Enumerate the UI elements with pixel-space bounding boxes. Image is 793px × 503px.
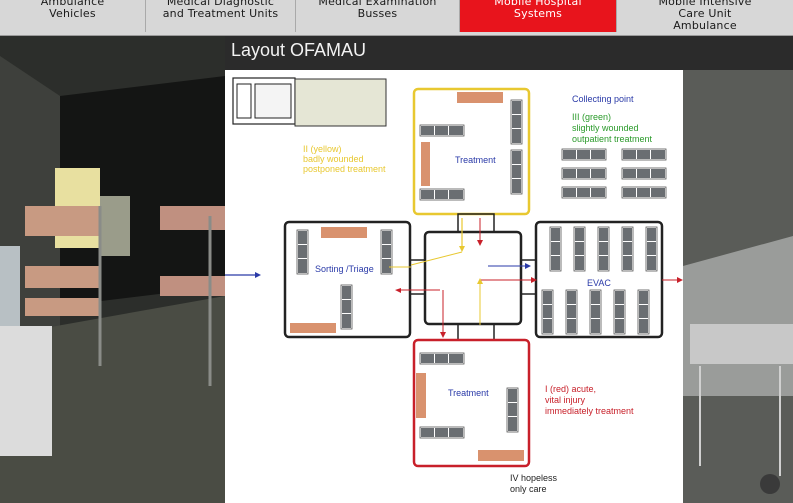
treatment-top-label: Treatment <box>455 155 496 165</box>
svg-text:vital injury: vital injury <box>545 395 586 405</box>
treatment-bottom-label: Treatment <box>448 388 489 398</box>
central-hub-tent <box>423 230 523 326</box>
vehicle-icon <box>232 77 387 127</box>
title-bar: Layout OFAMAU <box>225 36 793 70</box>
tab-mobile-hospital-systems[interactable]: Mobile Hospital Systems <box>460 0 617 32</box>
svg-text:I (red) acute,: I (red) acute, <box>545 384 596 394</box>
tent-photo-illustration <box>0 36 793 503</box>
yellow-label: II (yellow) badly wounded postponed trea… <box>303 144 386 174</box>
layout-diagram: Treatment Sorting /Triage EVAC <box>225 70 683 503</box>
evac-label: EVAC <box>587 278 611 288</box>
tab-mobile-intensive-care[interactable]: Mobile Intensive Care Unit Ambulance <box>658 0 752 32</box>
svg-text:immediately treatment: immediately treatment <box>545 406 634 416</box>
treatment-tent-bottom <box>412 338 531 468</box>
collecting-point-label: Collecting point <box>572 94 634 104</box>
ofamau-layout-svg: Treatment Sorting /Triage EVAC <box>225 77 683 494</box>
svg-text:III (green): III (green) <box>572 112 611 122</box>
svg-text:badly wounded: badly wounded <box>303 154 364 164</box>
svg-text:postponed treatment: postponed treatment <box>303 164 386 174</box>
green-label: III (green) slightly wounded outpatient … <box>572 112 653 144</box>
tab-medical-diagnostic[interactable]: Medical Diagnostic and Treatment Units <box>146 0 296 32</box>
tab-medical-examination-busses[interactable]: Medical Examination Busses <box>296 0 460 32</box>
svg-text:slightly wounded: slightly wounded <box>572 123 639 133</box>
flow-arrows <box>225 218 683 338</box>
hopeless-label: IV hopeless only care <box>510 473 558 494</box>
svg-text:II (yellow): II (yellow) <box>303 144 342 154</box>
svg-text:only care: only care <box>510 484 547 494</box>
tab-ambulance-vehicles[interactable]: Ambulance Vehicles <box>0 0 146 32</box>
sorting-label: Sorting /Triage <box>315 264 374 274</box>
svg-text:outpatient treatment: outpatient treatment <box>572 134 653 144</box>
top-navigation: Ambulance Vehicles Medical Diagnostic an… <box>0 0 793 36</box>
svg-text:IV hopeless: IV hopeless <box>510 473 558 483</box>
red-label: I (red) acute, vital injury immediately … <box>545 384 634 416</box>
page-title: Layout OFAMAU <box>231 40 367 60</box>
